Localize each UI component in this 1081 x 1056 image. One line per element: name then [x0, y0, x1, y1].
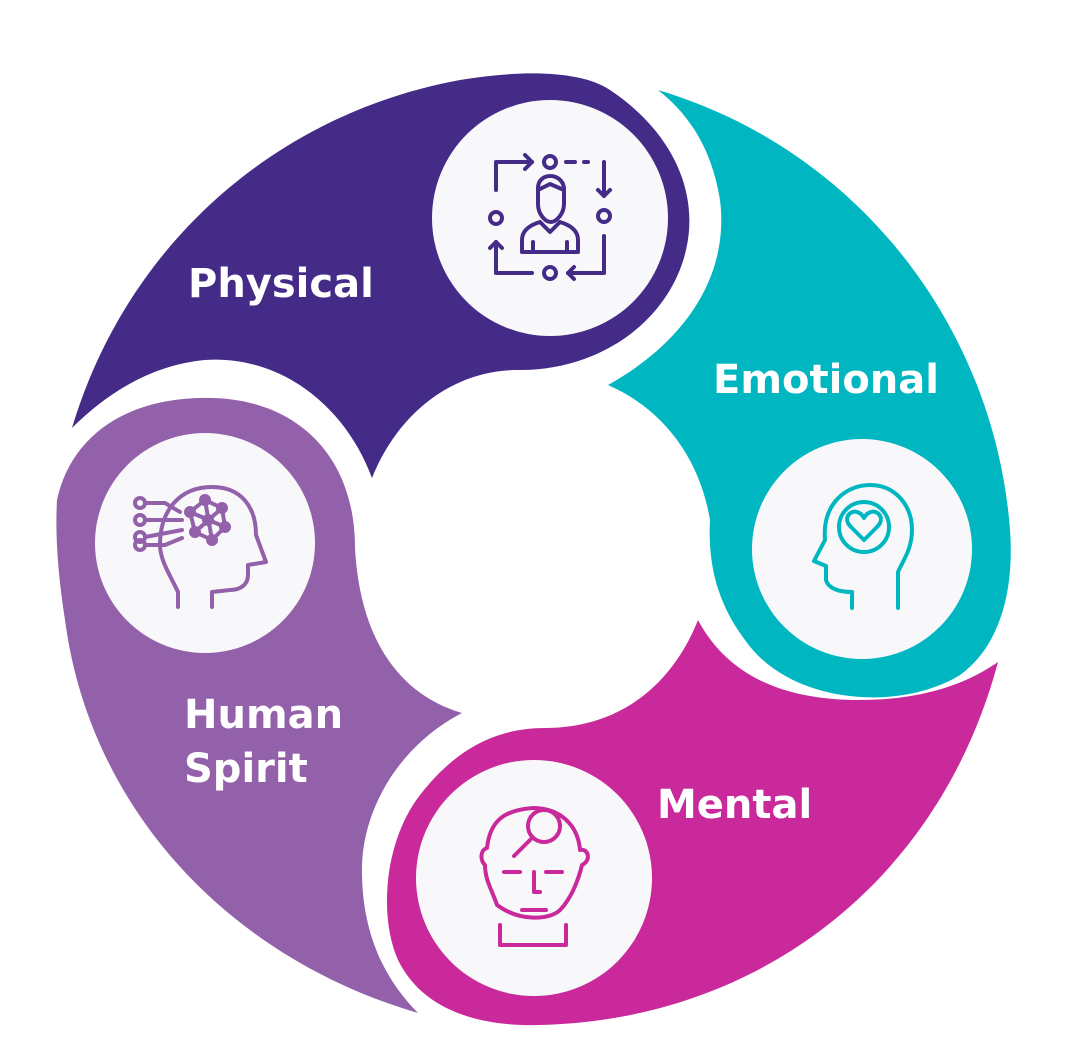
head-network-icon — [133, 485, 268, 609]
icon-circle-physical — [432, 100, 668, 336]
segment-human-spirit — [56, 397, 462, 1013]
label-mental: Mental — [657, 782, 812, 828]
icon-circle-emotional — [752, 439, 972, 659]
person-process-icon — [488, 153, 612, 281]
heart-head-icon — [812, 483, 914, 610]
label-human-spirit-line2: Spirit — [184, 746, 308, 792]
label-physical: Physical — [188, 261, 374, 307]
icon-circle-human-spirit — [95, 433, 315, 653]
label-human-spirit-line1: Human — [184, 692, 343, 738]
segment-physical — [72, 73, 690, 478]
head-magnifier-icon — [479, 806, 590, 947]
label-emotional: Emotional — [713, 357, 939, 403]
